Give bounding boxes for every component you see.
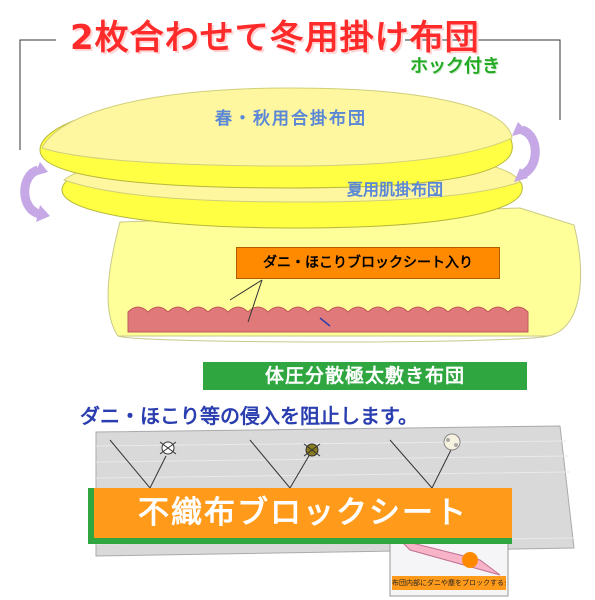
rotate-arrow-icon xyxy=(512,122,540,182)
dust-mite-icon xyxy=(159,441,177,455)
pointer-line xyxy=(247,279,263,323)
spring-autumn-label: 春・秋用合掛布団 xyxy=(215,109,367,129)
pointer-tick xyxy=(319,317,331,327)
bracket-left-line xyxy=(19,39,56,150)
mattress-edge xyxy=(117,335,549,343)
nonwoven-sheet-label: 不織布ブロックシート xyxy=(88,488,512,544)
pointer-line xyxy=(229,279,263,301)
bracket-right-line xyxy=(405,39,561,120)
dani-block-label: ダニ・ほこりブロックシート入り xyxy=(236,247,500,279)
block-description: ダニ・ほこり等の侵入を阻止します。 xyxy=(80,404,418,428)
page-title: 2枚合わせて冬用掛け布団 xyxy=(70,18,480,58)
dust-mite-icon xyxy=(303,443,321,457)
summer-label: 夏用肌掛布団 xyxy=(347,180,444,199)
pink-block-sheet xyxy=(127,306,529,333)
inset-caption: 布団内部にダニや塵をブロックするシート入り xyxy=(392,576,506,590)
dust-ball-icon xyxy=(443,433,461,451)
mattress-label: 体圧分散極太敷き布団 xyxy=(203,362,527,390)
rotate-arrow-icon xyxy=(20,162,50,222)
spring-autumn-futon-top xyxy=(41,87,513,167)
hook-label: ホック付き xyxy=(410,56,500,77)
